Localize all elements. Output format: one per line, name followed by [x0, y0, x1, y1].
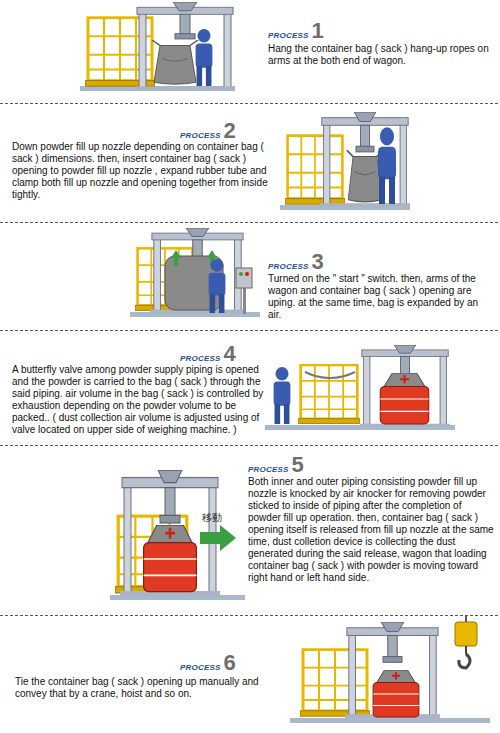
process-2-illustration [347, 150, 384, 202]
process-heading: PROCESS4 [180, 343, 236, 365]
process-description: Turned on the " start " switch. then, ar… [268, 273, 494, 321]
process-6-illustration [373, 670, 419, 717]
process-heading: PROCESS5 [248, 454, 304, 476]
process-6-illustration [465, 616, 467, 622]
process-4-illustration [274, 367, 291, 424]
process-3-illustration [150, 228, 245, 313]
process-number: 4 [224, 341, 236, 366]
process-6-illustration [459, 654, 470, 668]
process-band: PROCESS6Tie the container bag ( sack ) o… [0, 616, 500, 733]
process-5-illustration [110, 470, 245, 600]
process-band: PROCESS2Down powder fill up nozzle depen… [0, 104, 500, 222]
process-number: 6 [224, 650, 236, 675]
process-word: PROCESS [268, 31, 309, 40]
process-heading: PROCESS1 [268, 20, 324, 42]
process-6-illustration [300, 650, 370, 717]
process-word: PROCESS [268, 262, 309, 271]
process-word: PROCESS [180, 663, 221, 672]
move-arrow [200, 525, 236, 551]
process-4-illustration [298, 365, 360, 423]
process-2-illustration [320, 112, 410, 207]
process-4-illustration [265, 345, 455, 430]
separator-lines [0, 615, 500, 616]
process-4-illustration [380, 373, 428, 424]
separator-lines [0, 445, 500, 446]
process-description: Down powder fill up nozzle depending on … [12, 141, 268, 201]
process-description: A butterfly valve among powder supply pi… [12, 364, 264, 436]
process-6-illustration [290, 718, 490, 723]
process-heading: PROCESS6 [180, 652, 236, 674]
process-1-illustration [152, 40, 198, 84]
process-3-illustration [245, 272, 249, 276]
process-3-illustration [207, 250, 217, 258]
process-6-illustration [345, 622, 440, 718]
separator-lines [0, 330, 500, 331]
process-band: PROCESS3Turned on the " start " switch. … [0, 223, 500, 330]
process-number: 5 [292, 452, 304, 477]
process-1-illustration [80, 2, 235, 91]
process-3-illustration [209, 259, 226, 313]
process-description: Hang the container bag ( sack ) hang-up … [268, 43, 496, 67]
process-3-illustration [236, 268, 252, 288]
process-5-illustration [144, 525, 197, 592]
process-number: 3 [312, 249, 324, 274]
process-6-illustration [465, 646, 467, 654]
process-3-illustration [171, 250, 181, 258]
process-word: PROCESS [180, 354, 221, 363]
process-2-illustration [378, 127, 396, 204]
separator-lines [0, 222, 500, 223]
process-2-illustration [280, 112, 410, 210]
process-number: 2 [224, 118, 236, 143]
process-word: PROCESS [180, 131, 221, 140]
process-heading: PROCESS2 [180, 120, 236, 142]
process-description: Both inner and outer piping consisting p… [248, 476, 496, 584]
process-3-illustration [130, 228, 260, 317]
process-number: 1 [312, 18, 324, 43]
move-label: 移動 [202, 512, 222, 524]
separator-lines [0, 104, 500, 616]
process-2-illustration [285, 136, 345, 204]
process-3-illustration [239, 272, 243, 276]
process-band: PROCESS5Both inner and outer piping cons… [0, 446, 500, 615]
process-3-illustration [174, 258, 178, 266]
process-description: Tie the container bag ( sack ) opening u… [15, 676, 277, 700]
process-6-illustration [455, 622, 477, 646]
process-heading: PROCESS3 [268, 251, 324, 273]
process-6-illustration [290, 616, 490, 723]
separator-lines [0, 103, 500, 104]
process-4-illustration [305, 372, 355, 378]
process-4-illustration [360, 345, 450, 427]
process-3-illustration [243, 286, 246, 314]
process-1-illustration [135, 2, 235, 90]
process-band: PROCESS4A butterfly valve among powder s… [0, 331, 500, 445]
process-band: PROCESS1Hang the container bag ( sack ) … [0, 0, 500, 103]
process-word: PROCESS [248, 465, 289, 474]
process-1-illustration [196, 29, 213, 86]
